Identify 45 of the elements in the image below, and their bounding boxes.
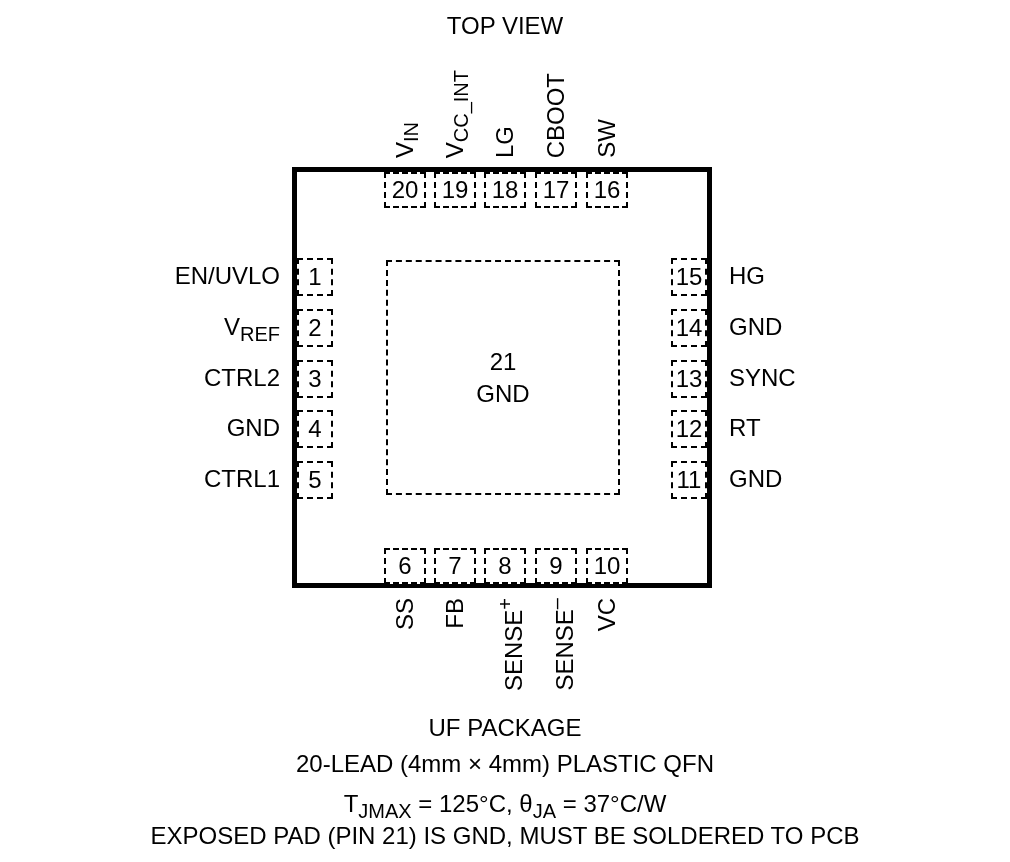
pin-name: VC	[592, 598, 621, 632]
pad-label: 21	[489, 346, 517, 377]
note-text: EXPOSED PAD (PIN 21) IS GND, MUST BE SOLDERED TO PCB	[150, 822, 860, 850]
pin-name: RT	[729, 413, 761, 443]
pin-pad: 6	[384, 548, 426, 584]
pin-pad: 15	[671, 258, 707, 296]
pin-pad: 1	[297, 258, 333, 296]
pin-pad: 14	[671, 309, 707, 347]
pin-name: GND	[729, 312, 783, 342]
pin-pad: 8	[484, 548, 526, 584]
pin-pad: 10	[586, 548, 628, 584]
pin-name: FB	[440, 598, 469, 629]
pin-pad: 17	[535, 172, 577, 208]
pin-pad: 13	[671, 360, 707, 398]
pin-pad: 5	[297, 461, 333, 499]
pin-pad: 9	[535, 548, 577, 584]
pin-name: SS	[390, 598, 419, 630]
pin-name: V$_{REF}$	[224, 312, 280, 347]
pin-name: EN/UVLO	[174, 261, 280, 291]
pin-name: GND	[226, 413, 280, 443]
pin-pad: 19	[434, 172, 476, 208]
pin-name: LG	[490, 126, 519, 158]
pin-pad: 12	[671, 410, 707, 448]
pad-label: GND	[476, 378, 530, 409]
pin-pad: 3	[297, 360, 333, 398]
pin-name: CBOOT	[541, 72, 570, 158]
pin-name: GND	[729, 464, 783, 494]
pin-pad: 7	[434, 548, 476, 584]
pin-pad: 20	[384, 172, 426, 208]
view-title: TOP VIEW	[446, 12, 564, 40]
pin-pad: 16	[586, 172, 628, 208]
pin-name: SW	[592, 119, 621, 158]
pin-pad: 2	[297, 309, 333, 347]
pin-pad: 18	[484, 172, 526, 208]
package-caption: UF PACKAGE	[428, 714, 582, 742]
pin-name: CTRL2	[203, 363, 280, 393]
pin-name: SYNC	[729, 363, 796, 393]
note-text: 20-LEAD (4mm × 4mm) PLASTIC QFN	[295, 750, 715, 778]
pin-name: CTRL1	[203, 464, 280, 494]
note-text: T$_{JMAX}$ = 125°C, θ$_{JA}$ = 37°C/W	[343, 790, 667, 823]
pin-name: HG	[729, 261, 765, 291]
pin-pad: 4	[297, 410, 333, 448]
pin-pad: 11	[671, 461, 707, 499]
package-outline	[292, 167, 712, 588]
exposed-pad	[386, 260, 620, 495]
